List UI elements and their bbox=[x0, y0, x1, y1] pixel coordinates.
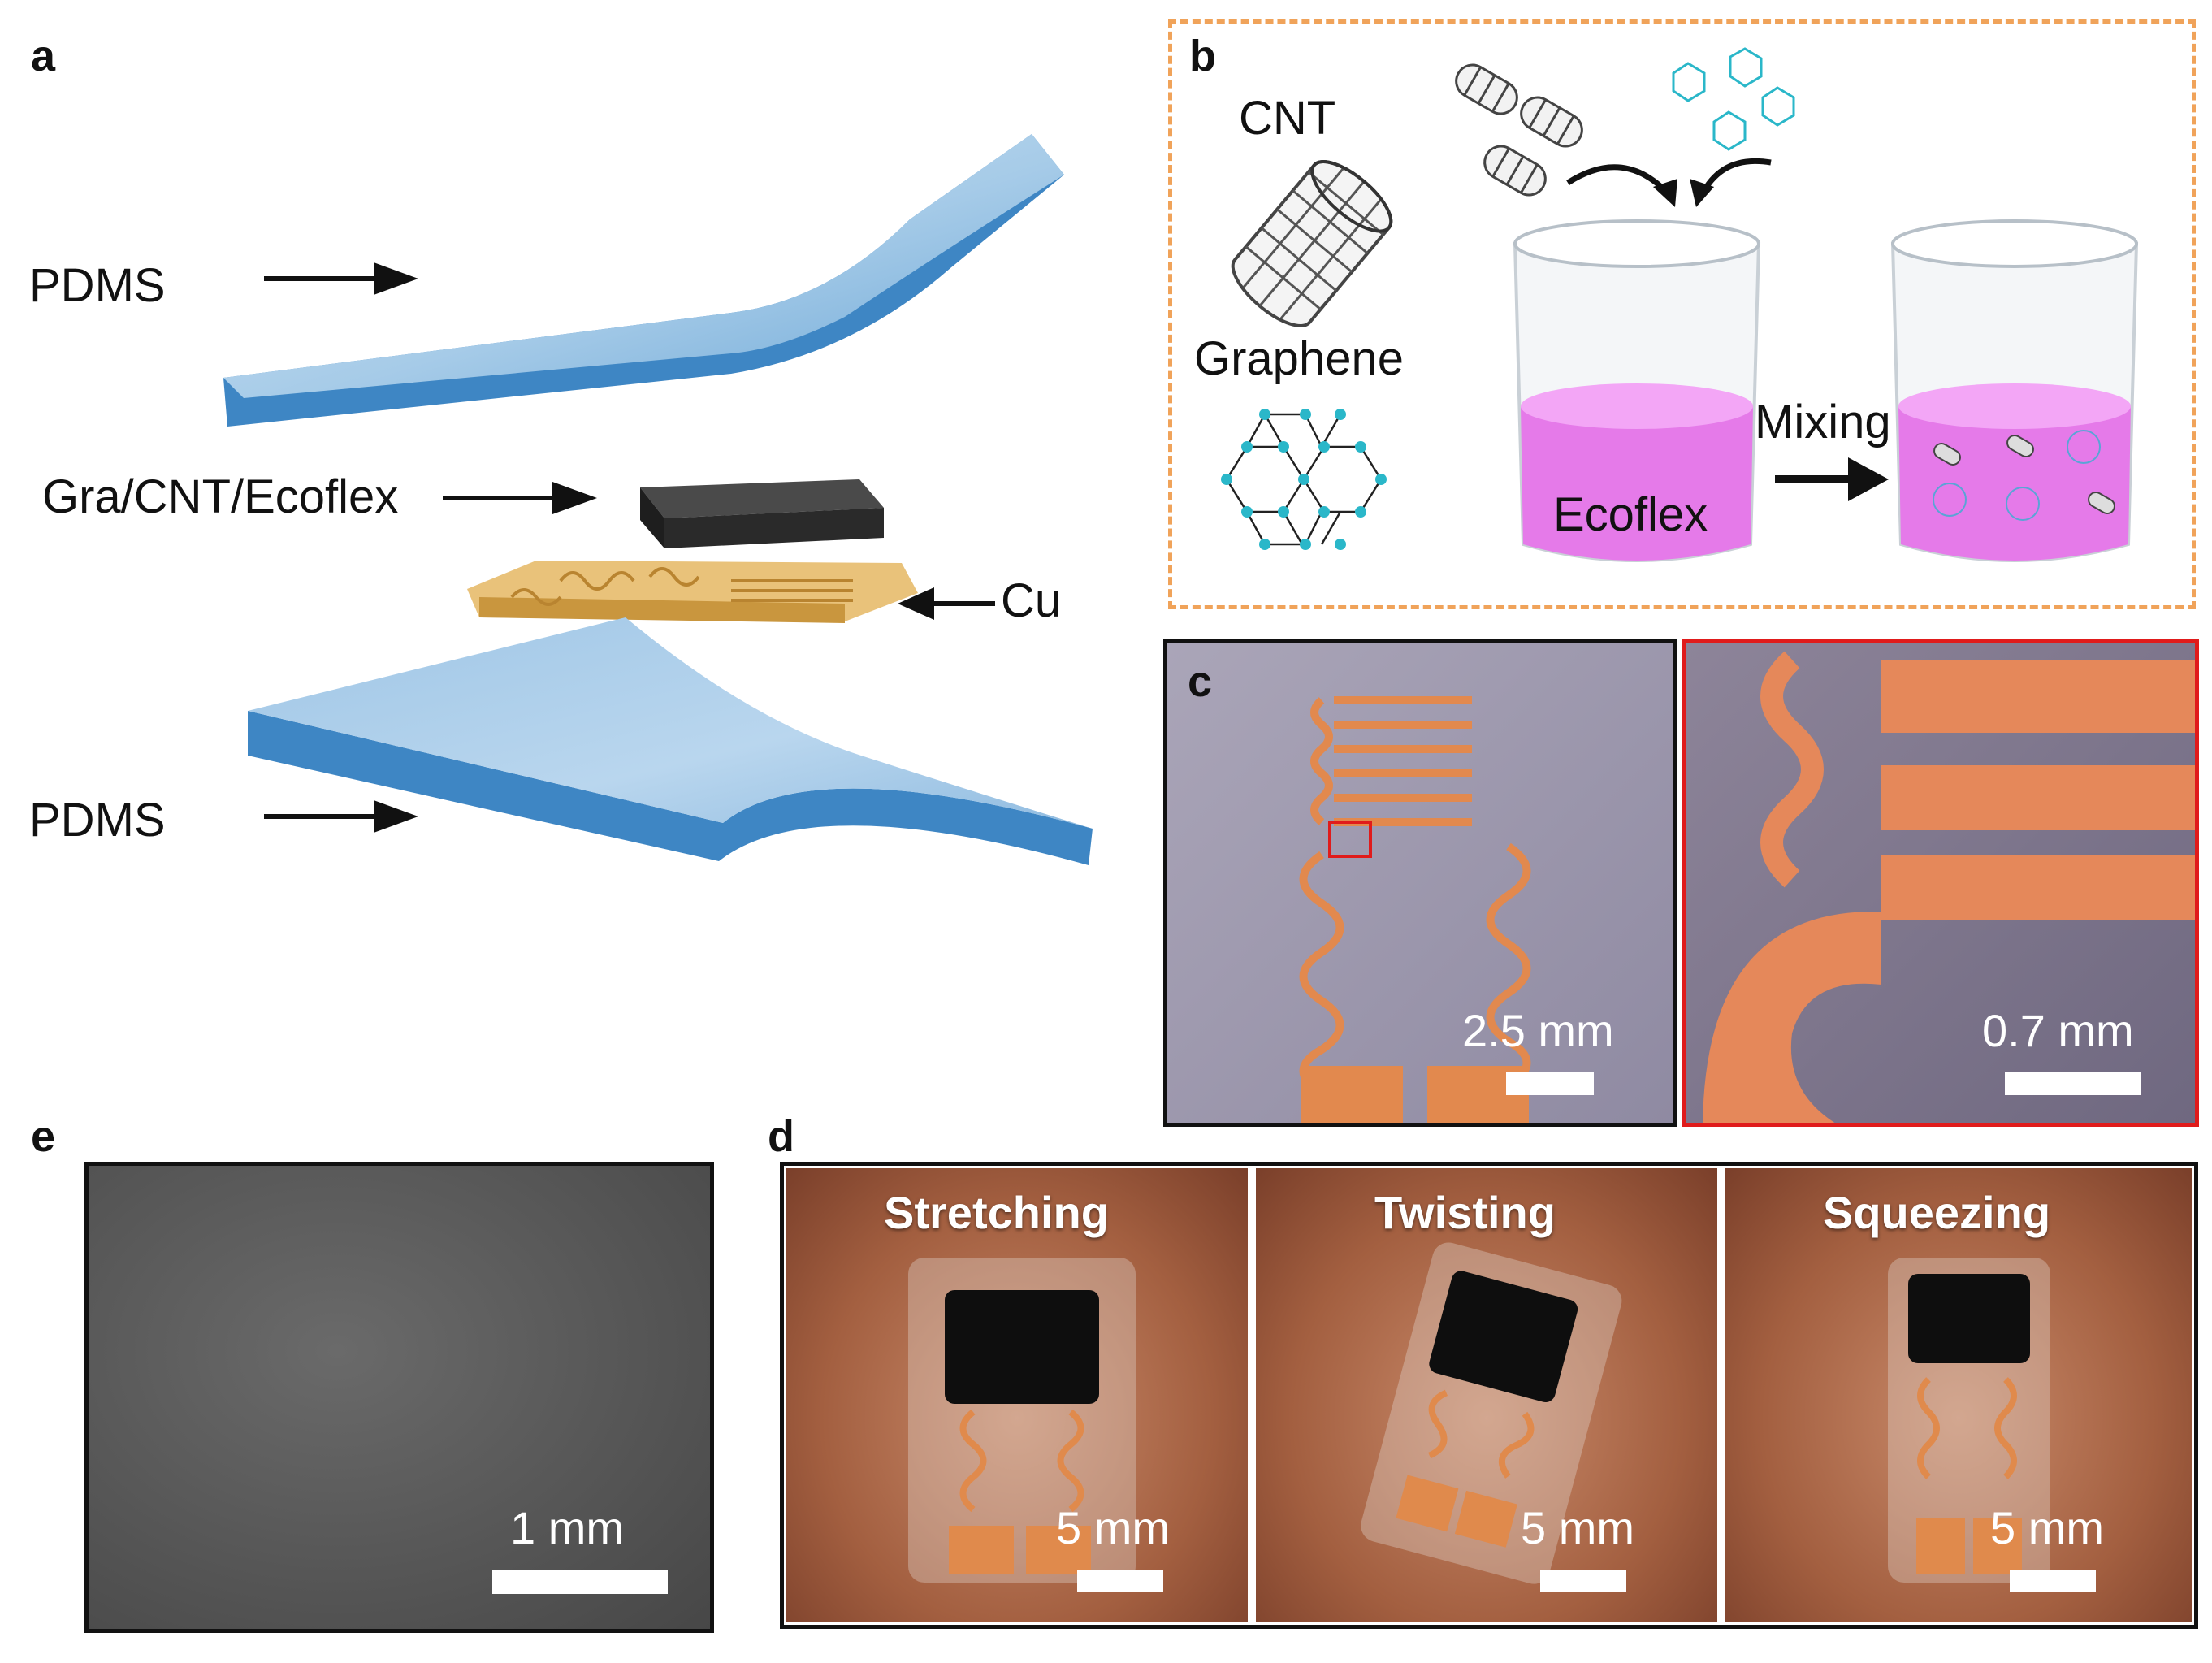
stretching-label: Stretching bbox=[884, 1187, 1109, 1238]
scale-label-c-right: 0.7 mm bbox=[1982, 1005, 2134, 1056]
scale-label-c-left: 2.5 mm bbox=[1462, 1005, 1614, 1056]
sensing-block bbox=[640, 479, 884, 548]
scale-bar-c-left bbox=[1506, 1072, 1594, 1095]
mixing-label: Mixing bbox=[1755, 396, 1891, 448]
scale-label-e: 1 mm bbox=[510, 1502, 624, 1553]
sensing-layer-label: Gra/CNT/Ecoflex bbox=[42, 470, 399, 523]
pdms-bottom-arrow-icon bbox=[264, 800, 418, 833]
pdms-top-layer bbox=[223, 134, 1064, 427]
twisting-label: Twisting bbox=[1374, 1187, 1556, 1238]
electrode-label: Cu bbox=[1001, 574, 1062, 627]
scale-bar-c-right bbox=[2005, 1072, 2141, 1095]
scale-label-stretching: 5 mm bbox=[1056, 1502, 1170, 1553]
ecoflex-label: Ecoflex bbox=[1553, 488, 1708, 541]
graphene-label: Graphene bbox=[1194, 332, 1404, 385]
mixing-arrow-icon bbox=[1775, 457, 1889, 501]
sensing-layer-arrow-icon bbox=[443, 482, 597, 514]
pdms-bottom-layer bbox=[248, 617, 1093, 865]
panel-c-letter: c bbox=[1188, 657, 1213, 706]
panel-b-letter: b bbox=[1189, 32, 1216, 80]
scale-label-twisting: 5 mm bbox=[1521, 1502, 1634, 1553]
ecoflex-beaker bbox=[1513, 219, 1761, 562]
panel-d-letter: d bbox=[768, 1112, 794, 1161]
falling-nanomaterials-icon bbox=[1455, 47, 1795, 207]
panel-e-letter: e bbox=[31, 1112, 56, 1161]
scale-bar-e bbox=[492, 1570, 668, 1594]
sem-image bbox=[84, 1162, 714, 1633]
squeezing-label: Squeezing bbox=[1823, 1187, 2051, 1238]
twisting-device bbox=[1361, 1242, 1622, 1584]
cnt-tube-icon bbox=[1231, 160, 1393, 327]
pdms-top-arrow-icon bbox=[264, 262, 418, 295]
pdms-bottom-label: PDMS bbox=[29, 794, 166, 847]
panel-a-letter: a bbox=[31, 32, 56, 80]
stretching-photo bbox=[786, 1168, 1248, 1622]
squeezing-device bbox=[1888, 1258, 2050, 1583]
cnt-label: CNT bbox=[1239, 92, 1336, 145]
mixed-beaker bbox=[1890, 219, 2139, 562]
pdms-top-label: PDMS bbox=[29, 259, 166, 312]
panel-b-frame bbox=[1168, 19, 2196, 609]
stretching-device bbox=[908, 1258, 1136, 1583]
copper-electrode bbox=[467, 561, 918, 623]
panel-c-zoom-photo bbox=[1682, 639, 2199, 1127]
panel-c-photo bbox=[1163, 639, 1677, 1127]
zoom-circuit bbox=[1703, 651, 2195, 1123]
electrode-arrow-icon bbox=[898, 587, 995, 620]
scale-bar-squeezing bbox=[2010, 1570, 2096, 1592]
twisting-photo bbox=[1256, 1168, 1717, 1622]
graphene-sheet-icon bbox=[1221, 409, 1387, 550]
scale-bar-twisting bbox=[1540, 1570, 1626, 1592]
scale-label-squeezing: 5 mm bbox=[1990, 1502, 2104, 1553]
squeezing-photo bbox=[1725, 1168, 2192, 1622]
scale-bar-stretching bbox=[1077, 1570, 1163, 1592]
